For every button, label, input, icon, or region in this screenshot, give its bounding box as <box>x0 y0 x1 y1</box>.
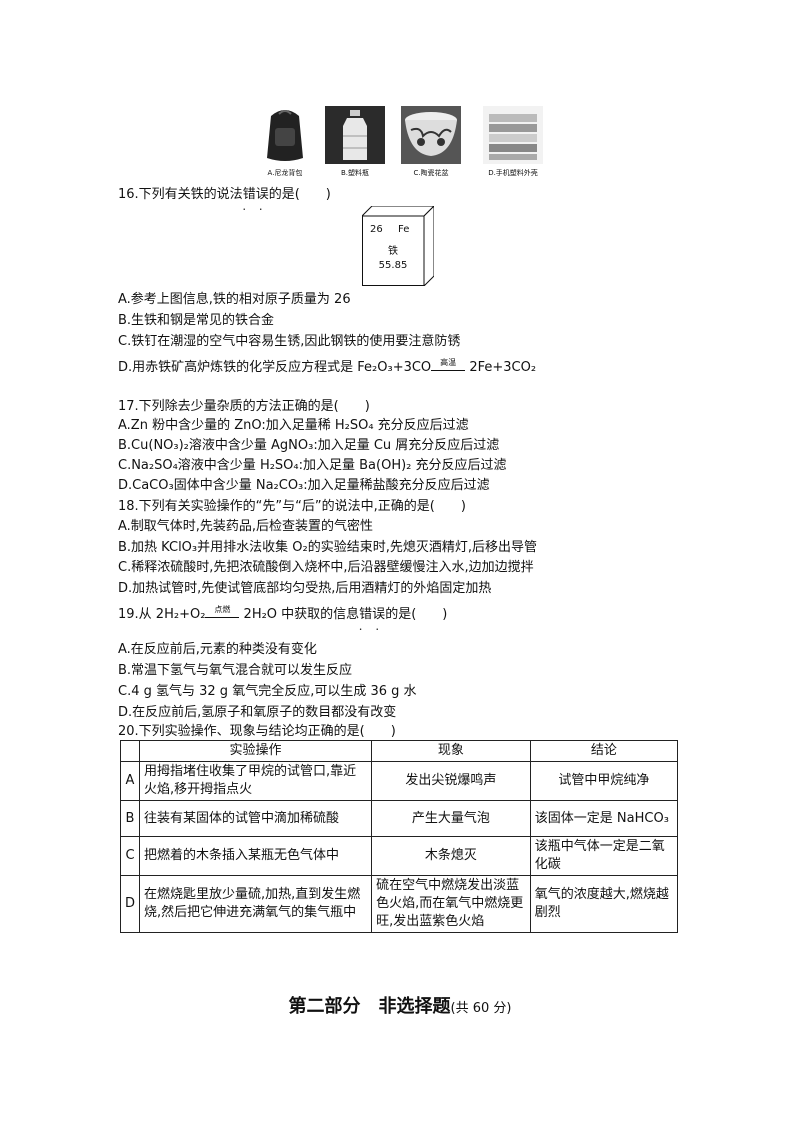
table-row: B 往装有某固体的试管中滴加稀硫酸 产生大量气泡 该固体一定是 NaHCO₃ <box>119 800 679 837</box>
q17-option-b: B.Cu(NO₃)₂溶液中含少量 AgNO₃:加入足量 Cu 屑充分反应后过滤 <box>118 438 500 453</box>
ceramic-bowl-image <box>401 106 461 164</box>
table-header <box>119 740 141 762</box>
equation-text: 2Fe+3CO₂ <box>469 360 537 375</box>
emphasized-text: 错误 <box>359 607 385 622</box>
picture-a: A.尼龙背包 <box>255 106 315 178</box>
phenomenon-cell: 发出尖锐爆鸣声 <box>371 761 531 801</box>
equation-text: D.用赤铁矿高炉炼铁的化学反应方程式是 Fe₂O₃+3CO <box>118 360 432 375</box>
stem-text: 2H₂O 中获取的信息 <box>243 607 360 622</box>
q16-option-a: A.参考上图信息,铁的相对原子质量为 26 <box>118 292 351 307</box>
q18-option-b: B.加热 KClO₃并用排水法收集 O₂的实验结束时,先熄灭酒精灯,后移出导管 <box>118 540 537 555</box>
q18-option-d: D.加热试管时,先使试管底部均匀受热,后用酒精灯的外焰固定加热 <box>118 581 492 596</box>
row-label: B <box>119 800 141 837</box>
q17-stem: 17.下列除去少量杂质的方法正确的是( ) <box>118 399 370 414</box>
periodic-element-cell: 26 Fe 铁 55.85 <box>362 206 434 286</box>
phenomenon-cell: 硫在空气中燃烧发出淡蓝色火焰,而在氧气中燃烧更旺,发出蓝紫色火焰 <box>371 875 531 933</box>
experiment-table: 实验操作 现象 结论 A 用拇指堵住收集了甲烷的试管口,靠近火焰,移开拇指点火 … <box>119 740 679 933</box>
q19-option-a: A.在反应前后,元素的种类没有变化 <box>118 642 317 657</box>
stem-text: 的是( ) <box>385 607 448 622</box>
q19-option-d: D.在反应前后,氢原子和氧原子的数目都没有改变 <box>118 705 397 720</box>
q17-option-a: A.Zn 粉中含少量的 ZnO:加入足量稀 H₂SO₄ 充分反应后过滤 <box>118 418 469 433</box>
row-label: A <box>119 761 141 801</box>
table-header: 现象 <box>371 740 531 762</box>
table-header-row: 实验操作 现象 结论 <box>119 740 679 762</box>
material-pictures: A.尼龙背包 B.塑料瓶 <box>255 106 585 186</box>
conclusion-cell: 试管中甲烷纯净 <box>529 761 679 801</box>
table-row: D 在燃烧匙里放少量硫,加热,直到发生燃烧,然后把它伸进充满氧气的集气瓶中 硫在… <box>119 875 679 933</box>
reaction-arrow: 点燃 <box>205 605 240 618</box>
picture-caption: B.塑料瓶 <box>340 169 370 177</box>
stem-text: 的是( ) <box>268 187 331 202</box>
phenomenon-cell: 木条熄灭 <box>371 836 531 876</box>
table-header: 实验操作 <box>139 740 373 762</box>
operation-cell: 在燃烧匙里放少量硫,加热,直到发生燃烧,然后把它伸进充满氧气的集气瓶中 <box>139 875 373 933</box>
q16-option-c: C.铁钉在潮湿的空气中容易生锈,因此钢铁的使用要注意防锈 <box>118 334 461 349</box>
part-two-score: (共 60 分) <box>450 1001 512 1016</box>
part-two-title: 第二部分 非选择题 <box>288 996 451 1017</box>
conclusion-cell: 氧气的浓度越大,燃烧越剧烈 <box>529 875 679 933</box>
q17-option-c: C.Na₂SO₄溶液中含少量 H₂SO₄:加入足量 Ba(OH)₂ 充分反应后过… <box>118 458 507 473</box>
q19-option-c: C.4 g 氢气与 32 g 氧气完全反应,可以生成 36 g 水 <box>118 684 417 699</box>
phone-case-image <box>483 106 543 164</box>
picture-caption: D.手机塑料外壳 <box>488 169 538 177</box>
conclusion-cell: 该瓶中气体一定是二氧化碳 <box>529 836 679 876</box>
q18-option-a: A.制取气体时,先装药品,后检查装置的气密性 <box>118 519 374 534</box>
q19-stem: 19.从 2H₂+O₂ 点燃 2H₂O 中获取的信息错误的是( ) <box>118 605 447 625</box>
reaction-condition: 高温 <box>440 358 457 367</box>
plastic-bottle-image <box>325 106 385 164</box>
stem-text: 16.下列有关铁的说法 <box>118 187 243 202</box>
phenomenon-cell: 产生大量气泡 <box>371 800 531 837</box>
picture-d: D.手机塑料外壳 <box>483 106 543 178</box>
picture-b: B.塑料瓶 <box>325 106 385 178</box>
element-symbol: Fe <box>398 224 410 235</box>
q19-option-b: B.常温下氢气与氧气混合就可以发生反应 <box>118 663 353 678</box>
q18-option-c: C.稀释浓硫酸时,先把浓硫酸倒入烧杯中,后沿器壁缓慢注入水,边加边搅拌 <box>118 560 534 575</box>
operation-cell: 把燃着的木条插入某瓶无色气体中 <box>139 836 373 876</box>
table-row: C 把燃着的木条插入某瓶无色气体中 木条熄灭 该瓶中气体一定是二氧化碳 <box>119 836 679 876</box>
element-name: 铁 <box>388 246 398 257</box>
operation-cell: 用拇指堵住收集了甲烷的试管口,靠近火焰,移开拇指点火 <box>139 761 373 801</box>
q16-stem: 16.下列有关铁的说法错误的是( ) <box>118 185 331 205</box>
q17-option-d: D.CaCO₃固体中含少量 Na₂CO₃:加入足量稀盐酸充分反应后过滤 <box>118 478 490 493</box>
reaction-condition: 点燃 <box>214 605 231 614</box>
row-label: C <box>119 836 141 876</box>
atomic-mass: 55.85 <box>378 260 408 271</box>
picture-caption: C.陶瓷花盆 <box>413 169 449 177</box>
q20-stem: 20.下列实验操作、现象与结论均正确的是( ) <box>118 724 396 739</box>
conclusion-cell: 该固体一定是 NaHCO₃ <box>529 800 679 837</box>
atomic-number: 26 <box>370 224 383 235</box>
emphasized-text: 错误 <box>243 187 269 202</box>
q16-option-d: D.用赤铁矿高炉炼铁的化学反应方程式是 Fe₂O₃+3CO 高温 2Fe+3CO₂ <box>118 358 536 378</box>
table-header: 结论 <box>529 740 679 762</box>
equation-text: 19.从 2H₂+O₂ <box>118 607 206 622</box>
picture-c: C.陶瓷花盆 <box>401 106 461 178</box>
part-two-heading: 第二部分 非选择题(共 60 分) <box>0 992 800 1018</box>
reaction-arrow: 高温 <box>431 358 466 371</box>
table-row: A 用拇指堵住收集了甲烷的试管口,靠近火焰,移开拇指点火 发出尖锐爆鸣声 试管中… <box>119 761 679 801</box>
row-label: D <box>119 875 141 933</box>
operation-cell: 往装有某固体的试管中滴加稀硫酸 <box>139 800 373 837</box>
q18-stem: 18.下列有关实验操作的“先”与“后”的说法中,正确的是( ) <box>118 499 466 514</box>
backpack-image <box>255 106 315 164</box>
q16-option-b: B.生铁和钢是常见的铁合金 <box>118 313 275 328</box>
picture-caption: A.尼龙背包 <box>267 169 303 177</box>
